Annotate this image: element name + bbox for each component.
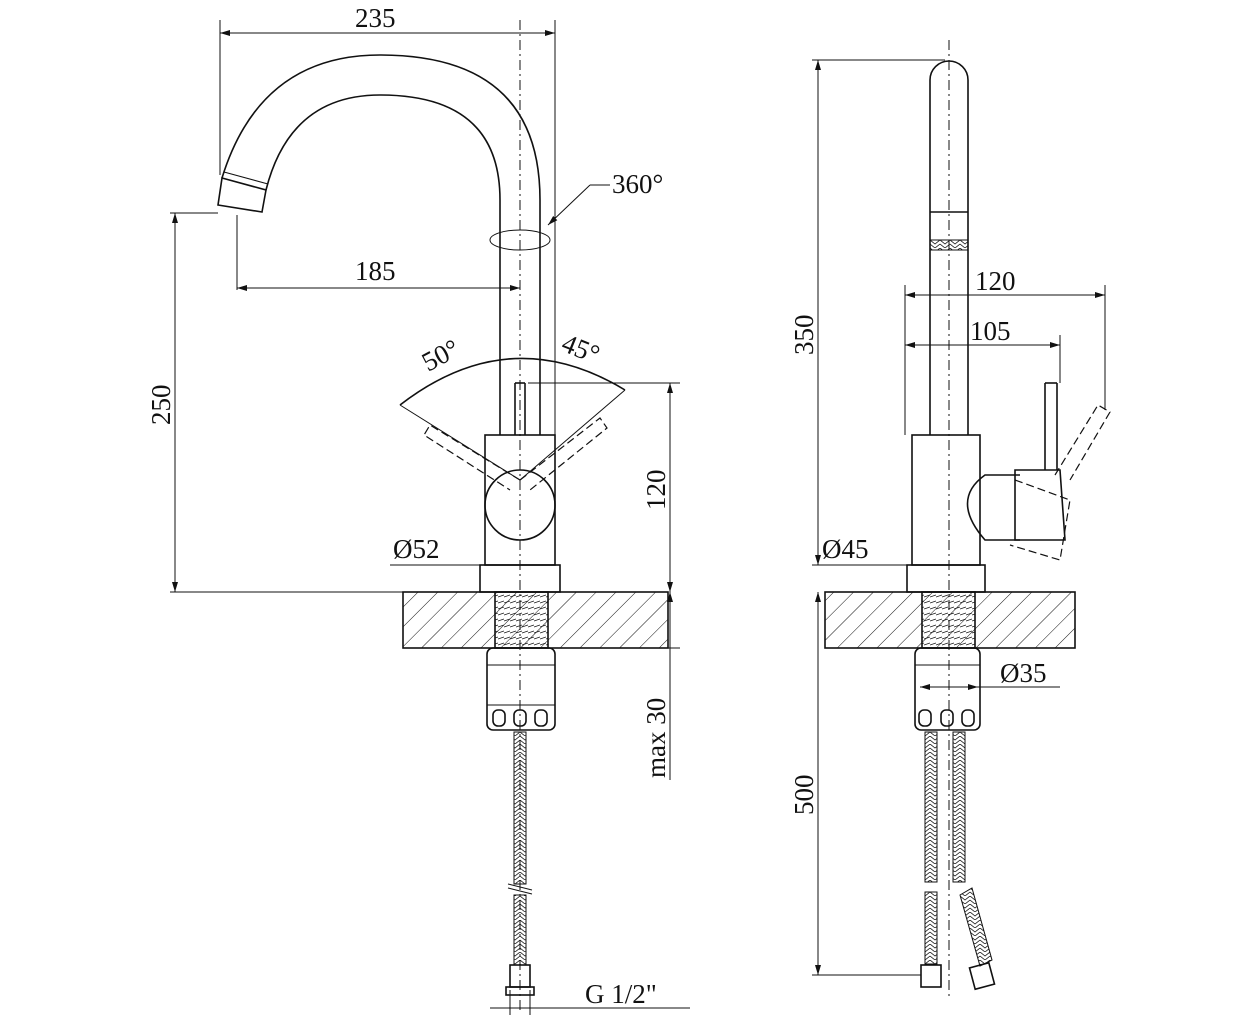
side-view: 350 Ø45 500 120 105 Ø35 [789, 40, 1111, 1000]
front-view: 235 185 360° 250 50° 45° 120 Ø52 max 30 … [146, 3, 690, 1015]
dim-185: 185 [355, 256, 396, 286]
spout [221, 54, 541, 435]
dim-max30: max 30 [641, 698, 671, 778]
dim-d35: Ø35 [1000, 658, 1047, 688]
dim-d45: Ø45 [822, 534, 869, 564]
dim-120: 120 [641, 470, 671, 511]
dim-235: 235 [355, 3, 396, 33]
aerator [217, 176, 267, 213]
dim-500: 500 [789, 775, 819, 816]
dim-250: 250 [146, 385, 176, 426]
dim-d52: Ø52 [393, 534, 440, 564]
dim-105: 105 [970, 316, 1011, 346]
dim-120-side: 120 [975, 266, 1016, 296]
dim-350: 350 [789, 315, 819, 356]
body-side [911, 434, 981, 566]
mounting-nut [486, 647, 556, 731]
dim-360: 360° [612, 169, 663, 199]
thread-g12: G 1/2" [585, 979, 657, 1009]
